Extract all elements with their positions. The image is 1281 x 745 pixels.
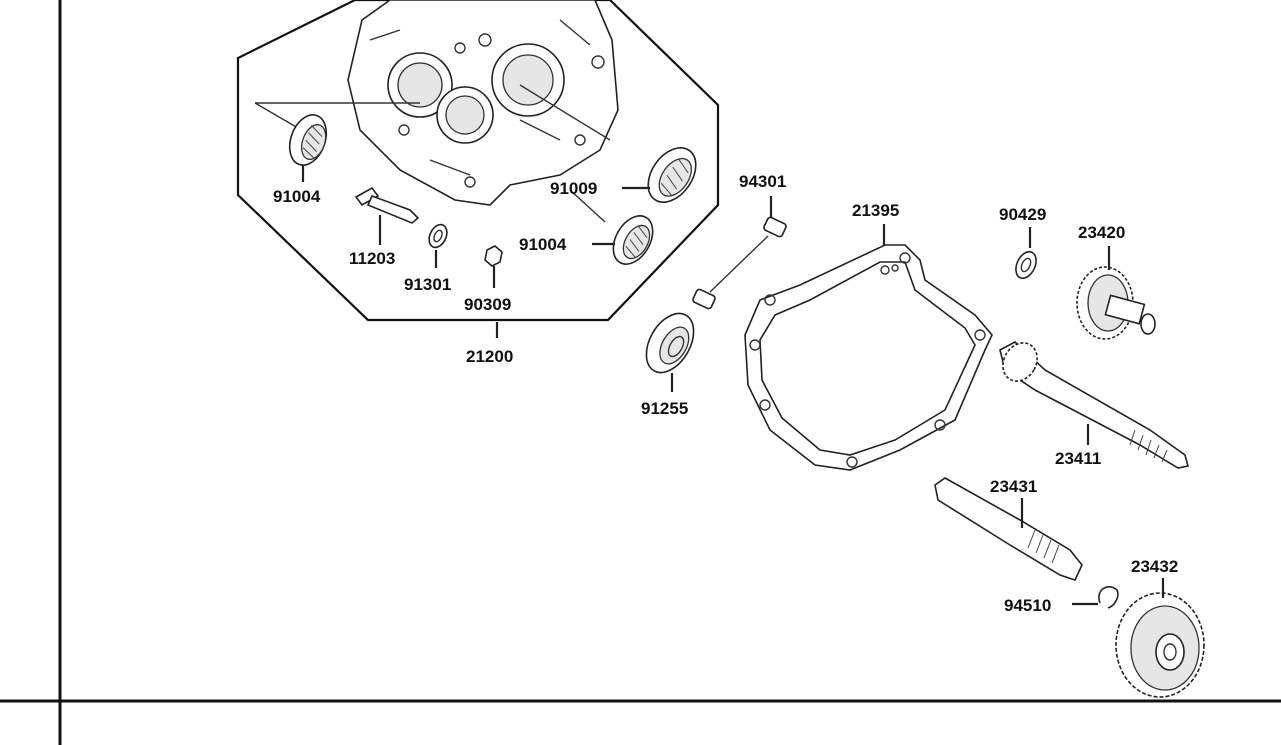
label-94301: 94301	[739, 172, 786, 191]
label-91004-left: 91004	[273, 187, 321, 206]
label-91255: 91255	[641, 399, 688, 418]
label-94510: 94510	[1004, 596, 1051, 615]
label-90309: 90309	[464, 295, 511, 314]
label-23432: 23432	[1131, 557, 1178, 576]
shaft-23411[interactable]	[996, 337, 1189, 469]
shaft-23431[interactable]	[934, 477, 1083, 581]
label-23431: 23431	[990, 477, 1037, 496]
assembly-group-outline	[236, 0, 720, 322]
gear-23432[interactable]	[1115, 592, 1205, 698]
label-91009: 91009	[550, 179, 597, 198]
oil-seal-91255[interactable]	[637, 305, 704, 380]
label-23420: 23420	[1078, 223, 1125, 242]
label-11203: 11203	[349, 249, 395, 268]
bolt-11203[interactable]	[354, 186, 420, 224]
label-23411: 23411	[1055, 449, 1101, 468]
washer-90429[interactable]	[1012, 249, 1040, 282]
label-91004-right: 91004	[519, 235, 567, 254]
gear-23420[interactable]	[1076, 266, 1156, 340]
nut-90309[interactable]	[484, 245, 503, 267]
circlip-94510[interactable]	[1098, 586, 1119, 609]
leader-91004-right-a	[569, 189, 606, 223]
label-91301: 91301	[404, 275, 451, 294]
bearing-91009[interactable]	[638, 139, 705, 211]
dowel-pins-94301[interactable]	[692, 216, 787, 310]
label-21200: 21200	[466, 347, 513, 366]
crankcase-cover-part[interactable]	[347, 0, 619, 206]
leader-91004-left-a	[254, 102, 420, 129]
label-90429: 90429	[999, 205, 1046, 224]
bearing-91004-left[interactable]	[283, 110, 333, 170]
leader-91009-a	[519, 84, 611, 141]
washer-91301[interactable]	[426, 222, 451, 251]
label-21395: 21395	[852, 201, 899, 220]
bearing-91004-right[interactable]	[605, 209, 660, 271]
gasket-21395[interactable]	[744, 244, 993, 471]
